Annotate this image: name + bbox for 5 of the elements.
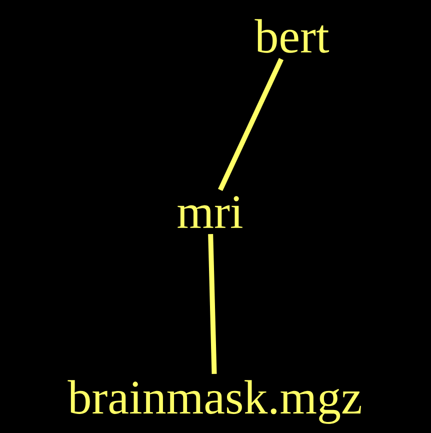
connector-line	[218, 58, 284, 191]
node-label: mri	[178, 196, 242, 228]
connector-line	[208, 234, 217, 374]
node-label: brainmask.mgz	[68, 380, 361, 424]
node-label: bert	[254, 19, 330, 53]
